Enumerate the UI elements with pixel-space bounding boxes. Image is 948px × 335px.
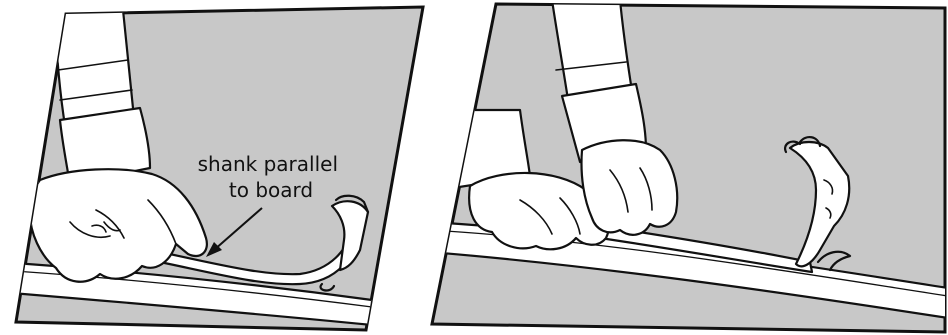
left-panel: shank parallel to board — [0, 0, 423, 330]
annotation-line-1: shank parallel — [198, 152, 338, 176]
right-hand-right — [581, 140, 677, 235]
annotation-line-2: to board — [229, 178, 313, 202]
right-panel — [430, 0, 948, 332]
